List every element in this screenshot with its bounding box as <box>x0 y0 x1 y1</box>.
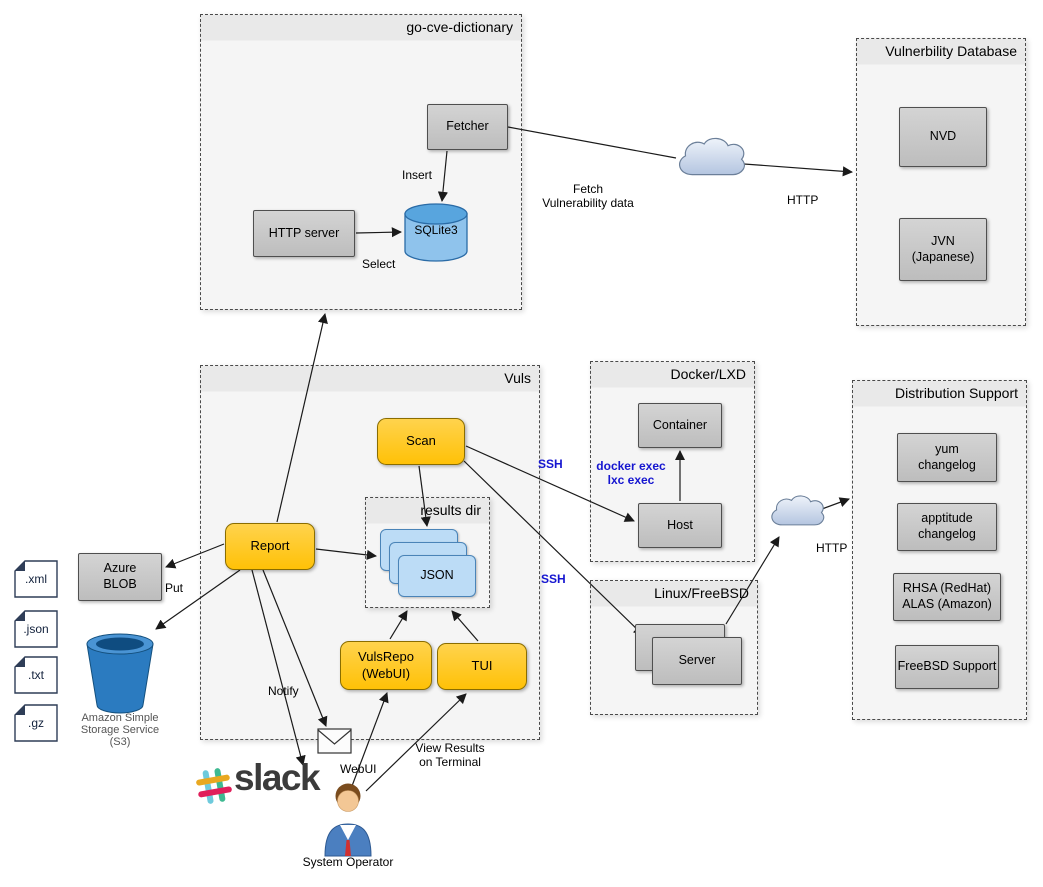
slack-wordmark: slack <box>234 757 321 798</box>
group-title: Linux/FreeBSD <box>654 585 749 601</box>
system-operator-icon <box>324 783 372 857</box>
label-http-dist: HTTP <box>816 541 848 555</box>
internet-cloud-icon <box>678 137 745 176</box>
node-nvd: NVD <box>899 107 987 167</box>
label-insert: Insert <box>402 168 433 182</box>
internet-cloud-icon <box>771 495 825 526</box>
label-docker-exec: docker exec lxc exec <box>596 459 666 487</box>
node-azure-blob: Azure BLOB <box>78 553 162 601</box>
label-notify: Notify <box>268 684 299 698</box>
group-vulnerability-database: Vulnerbility Database <box>856 38 1026 326</box>
label-fetch-vulnerability-data: Fetch Vulnerability data <box>542 182 634 210</box>
node-http-server: HTTP server <box>253 210 355 257</box>
file-label: .gz <box>27 716 44 730</box>
node-tui: TUI <box>437 643 527 690</box>
label-system-operator: System Operator <box>302 855 394 869</box>
group-title: Vuls <box>504 370 531 386</box>
node-report: Report <box>225 523 315 570</box>
edge-fetcher-to-cloud <box>507 126 677 159</box>
label-webui: WebUI <box>340 762 377 776</box>
json-file-front: JSON <box>398 555 476 597</box>
node-yum-changelog: yum changelog <box>897 433 997 482</box>
node-scan: Scan <box>377 418 465 465</box>
label-ssh-docker: SSH <box>538 457 563 471</box>
file-label: .json <box>23 622 49 636</box>
file-label: .txt <box>27 668 44 682</box>
edge-cloud-to-distsupport <box>821 497 850 510</box>
file-txt-icon: .txt <box>14 656 58 694</box>
edge-cloud-to-vulndb <box>743 163 854 177</box>
node-sqlite3-label: SQLite3 <box>414 223 458 237</box>
file-label: .xml <box>25 572 47 586</box>
group-title: Distribution Support <box>895 385 1018 401</box>
label-s3-caption: Amazon Simple Storage Service (S3) <box>80 712 160 748</box>
node-apptitude-changelog: apptitude changelog <box>897 503 997 551</box>
file-xml-icon: .xml <box>14 560 58 598</box>
node-rhsa-alas: RHSA (RedHat) ALAS (Amazon) <box>893 573 1001 621</box>
file-gz-icon: .gz <box>14 704 58 742</box>
group-title: results dir <box>420 502 481 518</box>
file-json-icon: .json <box>14 610 58 648</box>
label-put: Put <box>165 581 184 595</box>
node-host: Host <box>638 503 722 548</box>
node-jvn: JVN (Japanese) <box>899 218 987 281</box>
group-title: go-cve-dictionary <box>406 19 513 35</box>
s3-bucket-icon <box>86 633 154 714</box>
group-title: Docker/LXD <box>670 366 746 382</box>
label-ssh-linux: SSH <box>541 572 566 586</box>
slack-hash-icon <box>196 768 232 804</box>
node-vulsrepo: VulsRepo (WebUI) <box>340 641 432 690</box>
label-http-fetch: HTTP <box>787 193 819 207</box>
label-select: Select <box>362 257 396 271</box>
group-title: Vulnerbility Database <box>885 43 1017 59</box>
node-fetcher: Fetcher <box>427 104 508 150</box>
label-view-results: View Results on Terminal <box>415 741 485 769</box>
server-node-front: Server <box>652 637 742 685</box>
node-container: Container <box>638 403 722 448</box>
group-go-cve-dictionary: go-cve-dictionary <box>200 14 522 310</box>
node-freebsd-support: FreeBSD Support <box>895 645 999 689</box>
